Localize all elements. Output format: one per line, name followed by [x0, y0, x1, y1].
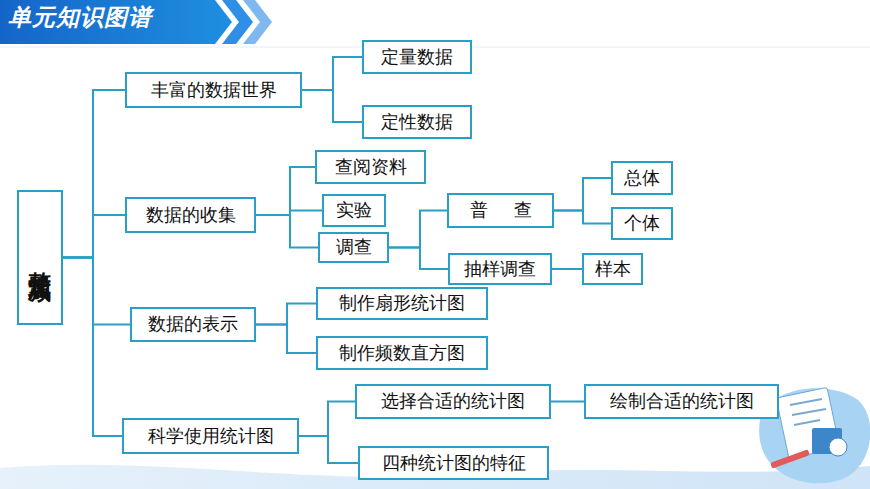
connector: [256, 304, 316, 325]
box-label: 数据的收集: [146, 205, 236, 226]
connector-line: [551, 401, 584, 403]
topic-box: 数据的收集: [125, 197, 256, 233]
topic-box: 定量数据: [362, 40, 472, 74]
box-label: 制作频数直方图: [339, 343, 465, 364]
box-label: 数据的表示: [148, 314, 238, 335]
connector: [256, 167, 315, 215]
box-label: 定量数据: [381, 47, 453, 68]
connector-line: [552, 268, 582, 270]
connector: [256, 325, 316, 354]
connector-line: [256, 215, 318, 248]
connector: [63, 215, 125, 258]
topic-box: 选择合适的统计图: [355, 384, 551, 419]
topic-box: 实验: [322, 194, 386, 227]
topic-box: 制作频数直方图: [316, 336, 488, 370]
illustration-line: [790, 399, 822, 405]
topic-box: 绘制合适的统计图: [584, 384, 779, 419]
connector-line: [63, 258, 122, 437]
connector: [299, 402, 355, 437]
connector-line: [256, 167, 315, 215]
box-label: 整式加减: [27, 254, 53, 262]
box-label: 个体: [624, 213, 660, 234]
topic-box: 四种统计图的特征: [358, 446, 549, 480]
topic-box: 查阅资料: [315, 150, 426, 184]
chevron: [243, 0, 272, 44]
box-label: 总体: [624, 168, 660, 189]
illustration-line: [792, 409, 826, 415]
title-band: [0, 0, 232, 44]
topic-box: 抽样调查: [448, 253, 552, 285]
topic-box: 总体: [611, 161, 673, 195]
connector-line: [302, 90, 362, 122]
box-label: 查阅资料: [335, 157, 407, 178]
connector: [552, 269, 582, 270]
topic-box: 定性数据: [362, 105, 472, 139]
box-label: 定性数据: [381, 112, 453, 133]
illustration-pencil: [770, 449, 810, 468]
box-label: 选择合适的统计图: [381, 391, 525, 412]
connector-line: [63, 215, 125, 258]
box-label: 四种统计图的特征: [382, 453, 526, 474]
connector: [389, 248, 448, 270]
topic-box: 样本: [582, 253, 643, 285]
connector-line: [299, 436, 358, 463]
connector-line: [554, 211, 611, 224]
root-box: 整式加减: [17, 190, 63, 325]
connector: [551, 401, 584, 402]
box-label: 丰富的数据世界: [151, 80, 277, 101]
connector-line: [299, 402, 355, 437]
box-label: 抽样调查: [464, 259, 536, 280]
connector-line: [63, 90, 125, 258]
illustration-coin: [829, 438, 847, 456]
connector: [554, 211, 611, 224]
box-label: 调查: [336, 237, 372, 258]
connector: [302, 90, 362, 122]
connector-line: [256, 304, 316, 325]
connector: [63, 90, 125, 258]
connector-line: [256, 325, 316, 354]
box-label: 实验: [336, 200, 372, 221]
box-label: 科学使用统计图: [148, 426, 274, 447]
topic-box: 个体: [611, 207, 673, 240]
connector-line: [554, 178, 611, 211]
topic-box: 调查: [318, 232, 389, 263]
connector: [256, 215, 318, 248]
topic-box: 普查: [447, 193, 554, 228]
topic-box: 数据的表示: [130, 307, 256, 342]
connector-line: [389, 248, 448, 270]
connector-line: [389, 211, 447, 248]
connector: [302, 57, 362, 90]
connector: [63, 258, 122, 437]
connector: [63, 258, 130, 325]
title-text: 单元知识图谱: [8, 2, 152, 33]
connector: [299, 436, 358, 463]
box-label: 制作扇形统计图: [339, 293, 465, 314]
box-label: 样本: [595, 259, 631, 280]
connector-line: [302, 57, 362, 90]
connector: [554, 178, 611, 211]
topic-box: 科学使用统计图: [122, 418, 299, 454]
connector-line: [63, 258, 130, 325]
topic-box: 制作扇形统计图: [316, 287, 488, 320]
connector: [389, 211, 447, 248]
topic-box: 丰富的数据世界: [125, 72, 302, 108]
box-label: 绘制合适的统计图: [610, 391, 754, 412]
box-label: 普查: [470, 200, 558, 221]
illustration-line: [794, 420, 820, 425]
